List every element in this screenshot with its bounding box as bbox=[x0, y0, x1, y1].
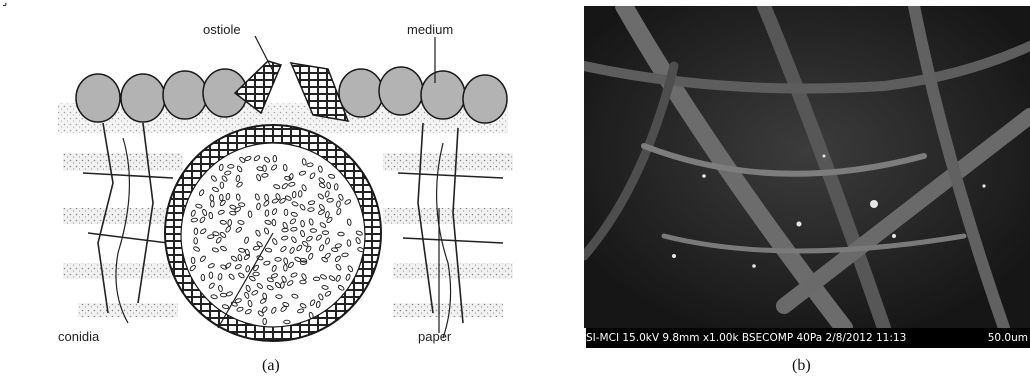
sem-micrograph-panel: SI-MCI 15.0kV 9.8mm x1.00k BSECOMP 40Pa … bbox=[584, 6, 1030, 348]
caption-b: (b) bbox=[792, 357, 811, 375]
ostiole-label: ostiole bbox=[203, 22, 241, 37]
sem-info-bar: SI-MCI 15.0kV 9.8mm x1.00k BSECOMP 40Pa … bbox=[586, 328, 1030, 348]
caption-a: (a) bbox=[262, 357, 280, 375]
pycnidium-diagram: ostiole medium conidia paper bbox=[3, 3, 545, 351]
conidia-cluster bbox=[3, 3, 7, 7]
diagram-panel: ostiole medium conidia paper bbox=[3, 3, 545, 351]
sem-info-text: SI-MCI 15.0kV 9.8mm x1.00k BSECOMP 40Pa … bbox=[586, 332, 906, 344]
sem-image bbox=[584, 6, 1030, 328]
medium-label: medium bbox=[407, 22, 453, 37]
sem-scale-label: 50.0um bbox=[988, 328, 1030, 348]
paper-label: paper bbox=[418, 329, 452, 344]
conidia-label: conidia bbox=[58, 329, 100, 344]
